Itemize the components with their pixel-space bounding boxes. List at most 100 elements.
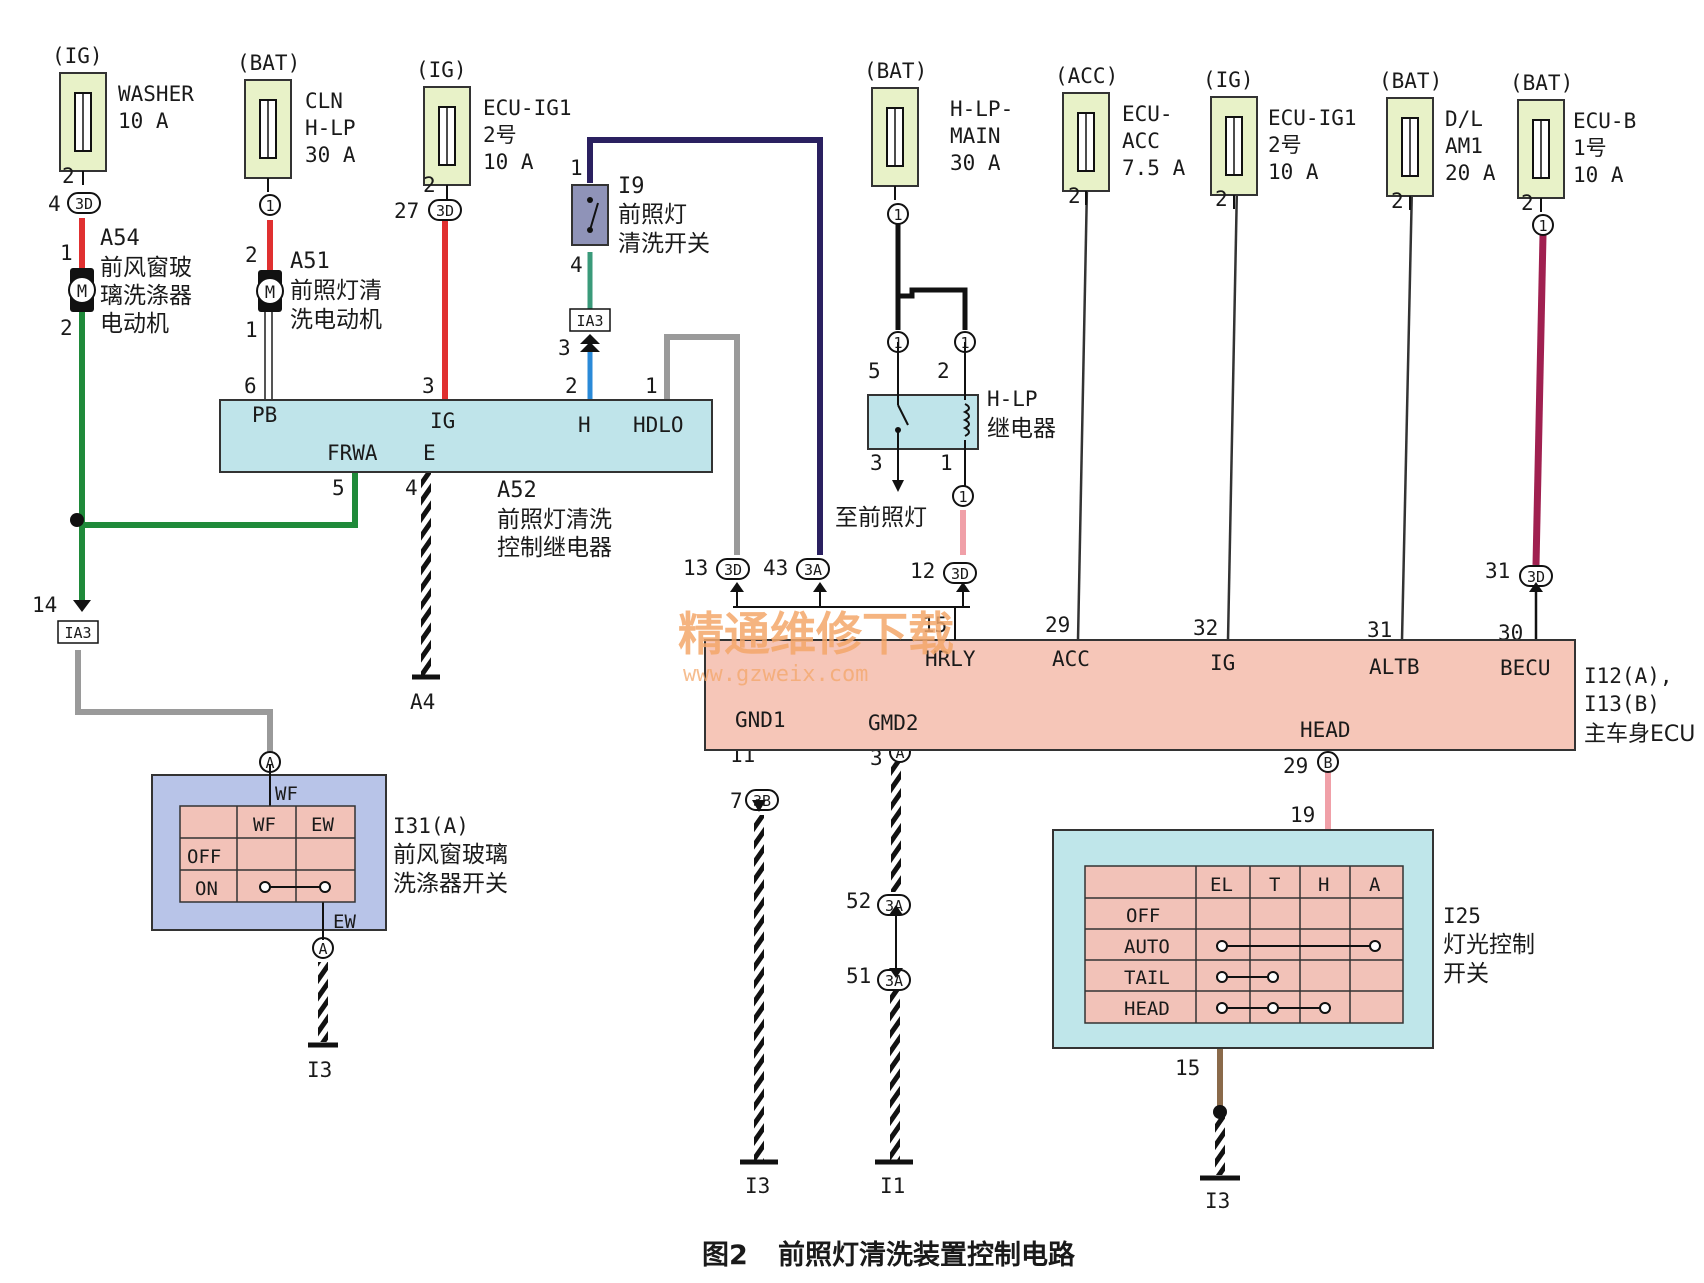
fuse-rating-line: ECU-B [1573,109,1636,133]
svg-text:ON: ON [195,878,218,900]
svg-text:OFF: OFF [187,846,221,868]
connector-label: 3A [885,972,903,990]
wire-ig [1226,184,1239,641]
fuse-pin: 2 [1521,191,1534,215]
fuse-rating-line: CLN [305,89,343,113]
svg-text:IG: IG [430,409,455,433]
svg-text:图2: 图2 [702,1240,748,1271]
svg-text:HRLY: HRLY [925,647,976,671]
connector-badge: 1 [952,485,974,507]
arrow-icon [1529,582,1543,592]
svg-text:M: M [77,282,87,302]
arrow-icon [889,968,903,978]
fuse-rating-line: H-LP [305,116,356,140]
connector-label: 3D [951,565,969,583]
junctions [70,334,1543,1119]
component-ecu: HRLY ACC IG ALTB BECU GND1 GMD2 HEAD I12… [704,639,1695,751]
ground-icon: A4 [410,674,440,714]
fuse-pin: 2 [1391,189,1404,213]
ground-wire-gmd2-a [891,762,901,892]
connector-label: IA3 [64,624,91,642]
wire-altb [1400,184,1414,641]
svg-text:WF: WF [275,783,298,805]
svg-text:EW: EW [333,911,356,933]
connector-badge: 3D [67,192,101,214]
motor-icon [68,276,96,304]
connector-badge: 1 [887,203,909,225]
pin-label: 2 [60,316,73,340]
fuse-pin: 2 [62,164,75,188]
fuse-rating-line: MAIN [950,124,1001,148]
svg-text:M: M [265,283,275,303]
connector-badge: 3D [428,199,462,221]
pin-label: 5 [868,359,881,383]
pin-label: 2 [937,359,950,383]
pin-label: 1 [245,318,258,342]
fuse-rating-line: H-LP- [950,97,1013,121]
svg-text:H: H [1318,874,1329,896]
ground-wire-gnd1 [754,815,764,1160]
pin-labels: 4 27 1 2 2 1 1 4 3 14 6 3 2 1 5 4 5 2 3 … [32,156,1523,1080]
pin-label: 3 [558,336,571,360]
pin-label: 5 [332,476,345,500]
connector-label: A [318,940,327,958]
svg-text:WF: WF [253,814,276,836]
svg-text:前风窗玻璃: 前风窗玻璃 [393,842,508,868]
fuse-rating-line: WASHER [118,82,194,106]
svg-text:前照灯: 前照灯 [618,202,687,228]
ground-wire-a52 [421,470,431,675]
motor-icon [256,277,284,305]
pin-label: 27 [394,199,419,223]
svg-text:I31(A): I31(A) [393,814,469,838]
svg-text:OFF: OFF [1126,905,1160,927]
pin-label: 1 [645,374,658,398]
svg-text:洗电动机: 洗电动机 [290,307,382,333]
svg-text:GMD2: GMD2 [868,711,919,735]
svg-text:A: A [1369,874,1381,896]
pin-label: 29 [1045,613,1070,637]
svg-text:前照灯清: 前照灯清 [290,278,382,304]
connector-label: B [1323,754,1332,772]
arrow-icon [892,480,904,492]
wire-relay-feed [895,287,968,330]
svg-text:I3: I3 [1205,1189,1230,1213]
svg-text:T: T [1269,874,1280,896]
pin-label: 43 [763,556,788,580]
arrow-icon [73,600,91,612]
svg-text:PB: PB [252,403,277,427]
svg-text:璃洗涤器: 璃洗涤器 [100,283,192,309]
ground-icon: I1 [875,1159,913,1198]
fuse-rating-line: 20 A [1445,161,1496,185]
svg-text:BECU: BECU [1500,656,1551,680]
svg-text:电动机: 电动机 [100,311,169,337]
pin-label: 1 [60,241,73,265]
svg-text:A4: A4 [410,690,435,714]
connector-badge: 3A [796,558,830,580]
svg-text:IG: IG [1210,651,1235,675]
watermark: 精通维修下载 www.gzweix.com [678,607,954,687]
grounds: A4 I3 I3 I1 I3 [307,674,1240,1213]
wire-gray-wf [75,650,273,752]
pin-label: 52 [846,889,871,913]
pin-label: 7 [730,789,743,813]
pin-label: 4 [405,476,418,500]
svg-text:ALTB: ALTB [1369,655,1420,679]
fuse-pin: 2 [1215,187,1228,211]
pin-label: 31 [1485,559,1510,583]
svg-text:I12(A),: I12(A), [1584,664,1673,688]
pin-label: 15 [922,613,947,637]
connector-badge: A [312,937,334,959]
svg-text:AUTO: AUTO [1124,936,1170,958]
arrow-icon [813,582,827,592]
fuse-rating-line: 30 A [950,151,1001,175]
svg-text:主车身ECU: 主车身ECU [1584,722,1695,747]
fuse-rating-line: 2号 [1268,133,1302,157]
pin-label: 15 [1175,1056,1200,1080]
